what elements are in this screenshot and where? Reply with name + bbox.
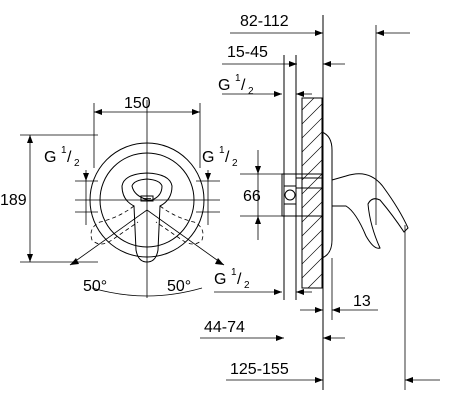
arrow-up xyxy=(27,135,33,143)
rosette-inner xyxy=(99,152,195,248)
dim-125-155-arrow-r xyxy=(405,377,413,383)
dim-44-74-arrow-r xyxy=(323,335,331,341)
thread-left-label: G xyxy=(44,149,56,166)
thread-right-slash: / xyxy=(225,149,230,166)
valve-inlet xyxy=(283,185,297,205)
thread-bottom-slash: / xyxy=(237,271,242,288)
dim-15-45-arrow xyxy=(289,61,297,67)
angle-arrow-right xyxy=(215,258,224,265)
arrow-down xyxy=(27,254,33,262)
thread-top-arrow xyxy=(274,91,282,97)
thread-bottom-den: 2 xyxy=(244,280,250,291)
dim-15-45-arrow-r xyxy=(323,61,331,67)
dim-66-arrow-bottom xyxy=(255,216,261,224)
thread-bottom-arrow xyxy=(274,289,282,295)
rosette-outer xyxy=(89,142,205,258)
dim-15-45-label: 15-45 xyxy=(227,44,268,61)
handle-body xyxy=(121,172,173,263)
dim-13-label: 13 xyxy=(353,293,371,310)
thread-left-den: 2 xyxy=(74,158,80,169)
dim-44-74-arrow xyxy=(276,335,284,341)
logo-plate xyxy=(140,195,154,202)
dim-125-155-label: 125-155 xyxy=(230,361,289,378)
height-label: 189 xyxy=(0,192,27,209)
handle-lever-side xyxy=(331,173,409,249)
angle-line-left xyxy=(69,209,148,266)
thread-bottom-sup: 1 xyxy=(231,267,237,278)
thread-left-sup: 1 xyxy=(61,145,67,156)
thread-top-arrow-r xyxy=(296,91,304,97)
handle-rotated-left xyxy=(90,205,139,245)
angle-arc-left xyxy=(91,287,148,297)
dim-125-155-arrow xyxy=(315,377,323,383)
thread-top-den: 2 xyxy=(248,86,254,97)
thread-right-sup: 1 xyxy=(219,145,225,156)
thread-right-den: 2 xyxy=(232,158,238,169)
angle-arc-right xyxy=(146,287,203,297)
dim-13-arrow-right xyxy=(332,307,340,313)
thread-bottom-label: G xyxy=(214,271,226,288)
angle-arrow-left xyxy=(70,258,79,265)
dim-13-arrow-left xyxy=(315,307,323,313)
thread-top-slash: / xyxy=(241,77,246,94)
thread-bottom-arrow-r xyxy=(296,289,304,295)
angle-line-right xyxy=(146,209,225,266)
width-label: 150 xyxy=(124,95,151,112)
wall-hatch xyxy=(301,97,323,289)
arrow-right xyxy=(192,109,200,115)
wall-section xyxy=(301,97,323,289)
side-view: 82-112 15-45 G 1 / 2 xyxy=(200,13,440,390)
angle-left-label: 50° xyxy=(83,278,107,295)
valve-port xyxy=(284,189,296,201)
angle-right-label: 50° xyxy=(167,278,191,295)
valve-cap xyxy=(295,177,323,189)
thread-top-label: G xyxy=(218,77,230,94)
thread-left-slash: / xyxy=(67,149,72,166)
handle-rotated-right xyxy=(155,205,204,245)
arrow-left xyxy=(94,109,102,115)
dim-82-112-arrow-r xyxy=(376,30,384,36)
dim-44-74-label: 44-74 xyxy=(204,319,245,336)
dim-82-112-label: 82-112 xyxy=(240,13,289,30)
dim-66-arrow-top xyxy=(255,166,261,174)
dim-66-label: 66 xyxy=(243,188,261,205)
thread-top-sup: 1 xyxy=(235,73,241,84)
valve-box xyxy=(281,173,323,217)
thread-left-arrow xyxy=(83,173,89,181)
thread-right-label: G xyxy=(202,149,214,166)
front-view: 150 189 G 1 / 2 G 1 / 2 xyxy=(0,95,238,298)
dim-82-112-arrow xyxy=(315,30,323,36)
thread-right-arrow xyxy=(205,173,211,181)
